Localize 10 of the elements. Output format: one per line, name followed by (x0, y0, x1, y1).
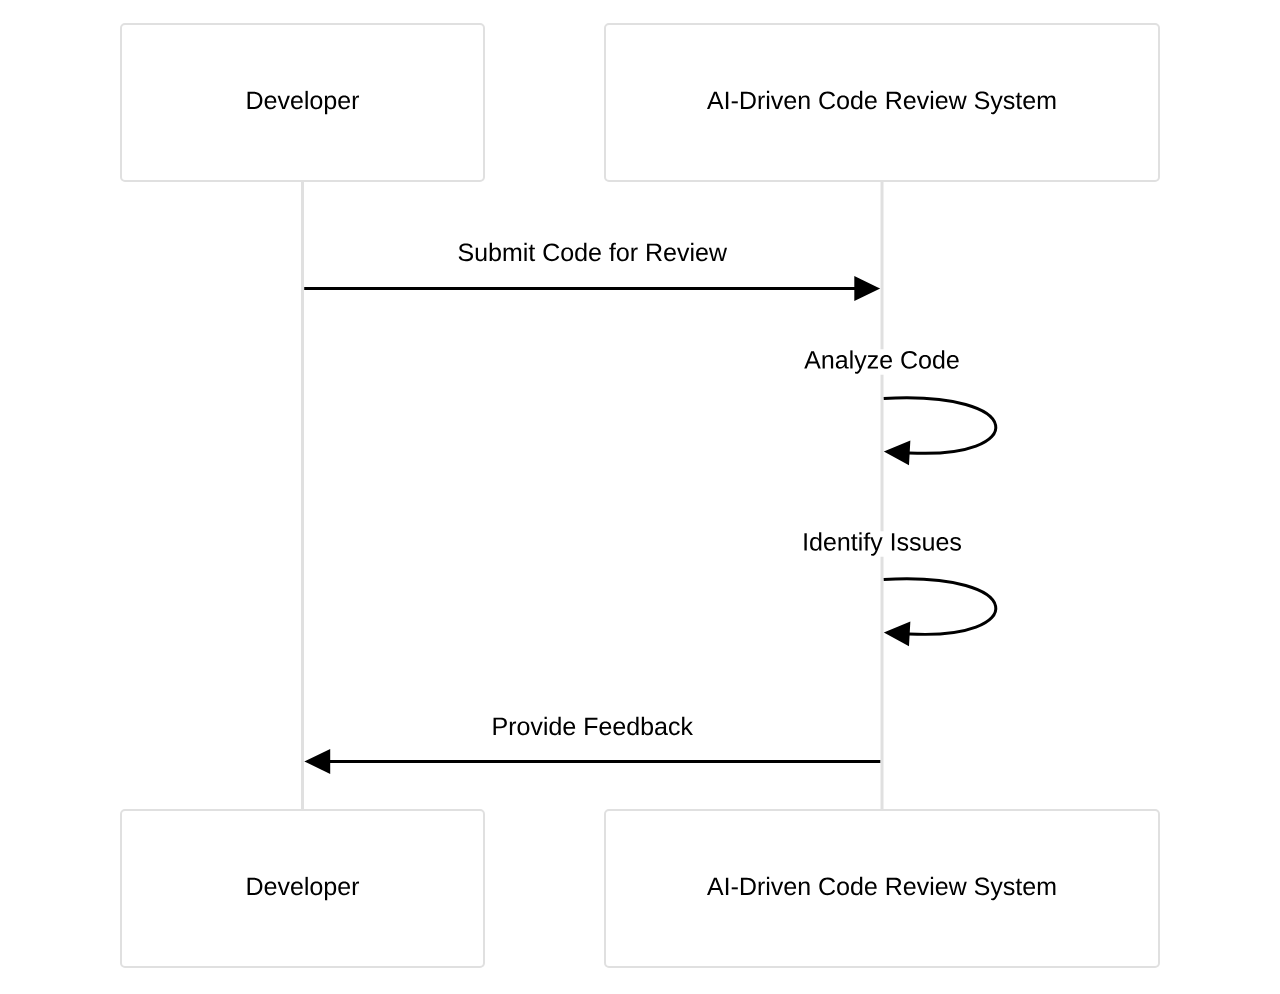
participant-box: Developer (120, 23, 485, 182)
participant-box: Developer (120, 809, 485, 968)
message-label: Provide Feedback (490, 715, 694, 737)
participant-box: AI-Driven Code Review System (604, 23, 1160, 182)
self-message-arrow (883, 577, 997, 647)
message-label: Submit Code for Review (456, 241, 729, 263)
participant-box: AI-Driven Code Review System (604, 809, 1160, 968)
message-label: Analyze Code (803, 349, 961, 375)
message-label: Identify Issues (801, 531, 963, 557)
self-message-arrow (883, 396, 997, 466)
